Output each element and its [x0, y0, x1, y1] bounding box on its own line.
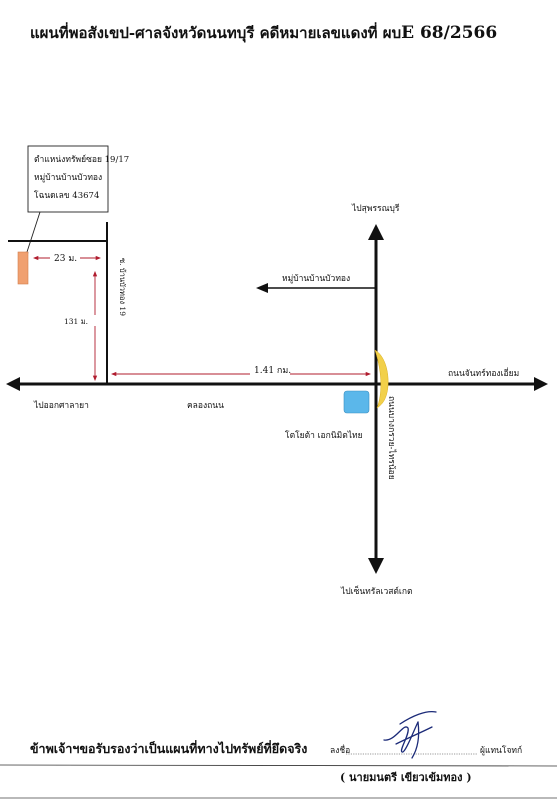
measure-131m-label: 131 ม.: [64, 317, 88, 326]
property-line-2: หมู่บ้านบ้านบัวทอง: [34, 172, 102, 183]
property-parcel: [17, 251, 29, 285]
north-destination-label: ไปสุพรรณบุรี: [351, 203, 400, 214]
landmark-label: โตโยต้า เอกนิมิตไทย: [285, 430, 363, 441]
landmark-marker: [343, 390, 370, 414]
soi-road-label: ซ. บ้านบัวทอง 19: [118, 258, 127, 316]
property-line-3: โฉนดเลข 43674: [34, 190, 99, 201]
canal-road-label: คลองถนน: [187, 401, 224, 411]
junction-marker: [374, 349, 389, 409]
village-arrow-icon: [256, 283, 268, 293]
ns-road-label: ถนนบางกรวย-ไทรน้อย: [386, 396, 397, 480]
property-line-1: ตำแหน่งทรัพย์ซอย 19/17: [34, 154, 129, 165]
south-arrow-icon: [368, 558, 384, 574]
signer-name: ( นายมนตรี เขียวเข้มทอง ): [340, 771, 472, 784]
signature-mark: [383, 710, 437, 759]
sign-label: ลงชื่อ: [330, 744, 350, 756]
property-info-box: ตำแหน่งทรัพย์ซอย 19/17 หมู่บ้านบ้านบัวทอ…: [27, 145, 129, 213]
south-destination-label: ไปเซ็นทรัลเวสต์เกต: [340, 585, 413, 597]
certify-text: ข้าพเจ้าฯขอรับรองว่าเป็นแผนที่ทางไปทรัพย…: [30, 740, 307, 756]
village-label: หมู่บ้านบ้านบัวทอง: [282, 273, 350, 284]
map-title: แผนที่พอสังเขป-ศาลจังหวัดนนทบุรี คดีหมาย…: [30, 22, 497, 43]
measure-23m-label: 23 ม.: [54, 254, 77, 264]
footer-divider: [0, 764, 557, 767]
measure-141km-label: 1.41 กม.: [254, 366, 291, 376]
east-road-label: ถนนจันทร์ทองเอี่ยม: [448, 367, 519, 379]
role-label: ผู้แทนโจทก์: [480, 745, 522, 756]
east-arrow-icon: [534, 377, 548, 391]
west-destination-label: ไปออกศาลายา: [33, 400, 89, 411]
property-pointer: [25, 211, 41, 256]
north-arrow-icon: [368, 224, 384, 240]
west-arrow-icon: [6, 377, 20, 391]
